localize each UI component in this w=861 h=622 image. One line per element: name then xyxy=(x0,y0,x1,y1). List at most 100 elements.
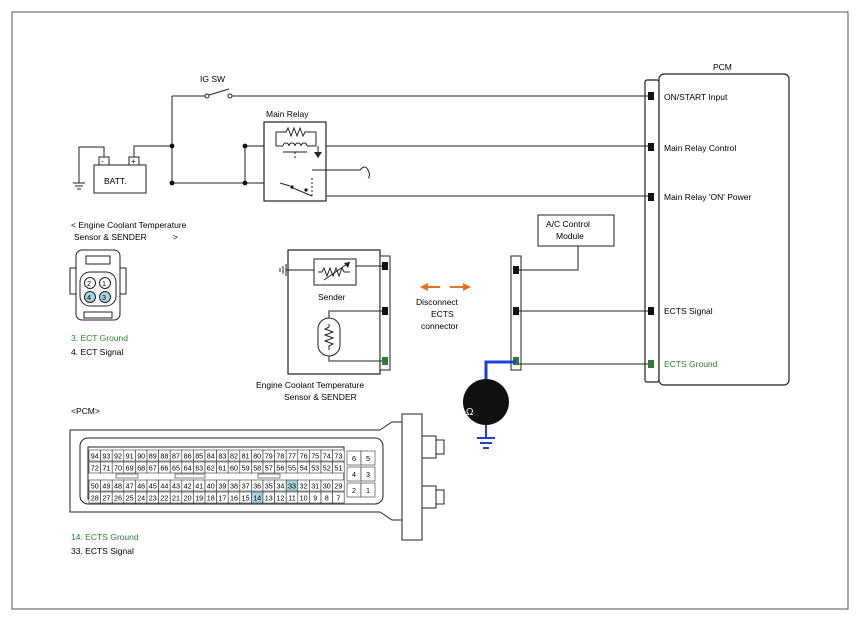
ohm-symbol: Ω xyxy=(466,407,474,418)
pcm-side-pin-number: 2 xyxy=(352,486,356,495)
pcm-pin-number: 43 xyxy=(172,481,180,490)
svg-text:-: - xyxy=(101,157,104,166)
pcm-pin-number: 86 xyxy=(184,451,192,460)
pcm-pin-number: 16 xyxy=(230,493,238,502)
pcm-side-pin-grid: 6 5 4 3 2 1 xyxy=(346,450,376,498)
pcm-pin-number: 84 xyxy=(207,451,215,460)
pcm-pin-number: 8 xyxy=(325,493,329,502)
pcm-pin-cell xyxy=(332,461,345,474)
ects-caption-1: Engine Coolant Temperature xyxy=(256,380,364,390)
pcm-pin-number: 13 xyxy=(265,493,273,502)
ac-module-label-2: Module xyxy=(556,231,584,241)
pcm-pin-number: 15 xyxy=(242,493,250,502)
pcm-side-pin-cell xyxy=(360,466,376,482)
pcm-pin-number: 40 xyxy=(207,481,215,490)
pcm-pin-number: 87 xyxy=(172,451,180,460)
sensor-pin-2: 2 xyxy=(87,279,91,288)
pcm-pin-number: 77 xyxy=(288,451,296,460)
pcm-pin-number: 90 xyxy=(137,451,145,460)
sensor-connector-title-end: > xyxy=(173,232,178,242)
pcm-pin-number: 33 xyxy=(288,481,296,490)
pcm-pin-number: 54 xyxy=(300,463,308,472)
pcm-pin-number: 10 xyxy=(300,493,308,502)
ohmmeter: Ω xyxy=(463,360,516,449)
pcm-pin-number: 57 xyxy=(265,463,273,472)
pcm-pin-number: 78 xyxy=(276,451,284,460)
pcm-pin-number: 64 xyxy=(184,463,192,472)
pcm-pin-number: 25 xyxy=(126,493,134,502)
ig-switch-label: IG SW xyxy=(200,74,225,84)
pcm-pin-number: 46 xyxy=(137,481,145,490)
pcm-pin-number: 92 xyxy=(114,451,122,460)
pcm-pin-number: 56 xyxy=(276,463,284,472)
pcm-pin-number: 93 xyxy=(102,451,110,460)
pcm-module: PCM ON/START Input Main Relay Control Ma… xyxy=(644,62,790,386)
sensor-connector-title-1: < Engine Coolant Temperature xyxy=(71,220,187,230)
sensor-connector-title-2: Sensor & SENDER xyxy=(74,232,147,242)
pcm-pin-number: 62 xyxy=(207,463,215,472)
pcm-side-pin-number: 6 xyxy=(352,454,356,463)
pcm-pin-relay-on-power: Main Relay 'ON' Power xyxy=(664,192,751,202)
pcm-pin-number: 14 xyxy=(253,493,261,502)
sensor-legend-ground: 3. ECT Ground xyxy=(71,333,128,343)
svg-text:+: + xyxy=(131,157,136,166)
pcm-legend-ground: 14. ECTS Ground xyxy=(71,532,139,542)
disconnect-label-1: Disconnect xyxy=(416,297,459,307)
sensor-legend-signal: 4. ECT Signal xyxy=(71,347,123,357)
harness-connector xyxy=(510,246,648,371)
main-relay-label: Main Relay xyxy=(266,109,309,119)
pcm-pin-number: 94 xyxy=(91,451,99,460)
pcm-pin-number: 49 xyxy=(102,481,110,490)
pcm-legend-signal: 33. ECTS Signal xyxy=(71,546,134,556)
pcm-side-pin-cell xyxy=(360,450,376,466)
pcm-pin-number: 71 xyxy=(102,463,110,472)
disconnect-arrows xyxy=(420,283,471,291)
pcm-pin-number: 65 xyxy=(172,463,180,472)
pcm-title: PCM xyxy=(713,62,732,72)
pcm-side-pin-number: 5 xyxy=(366,454,370,463)
pcm-side-pin-number: 3 xyxy=(366,470,370,479)
outer-frame xyxy=(11,11,849,610)
pcm-pin-number: 48 xyxy=(114,481,122,490)
pcm-pin-number: 73 xyxy=(334,451,342,460)
pcm-pin-number: 68 xyxy=(137,463,145,472)
pcm-pin-number: 11 xyxy=(288,493,295,502)
pcm-side-pin-number: 1 xyxy=(366,486,370,495)
pcm-pin-number: 24 xyxy=(137,493,145,502)
pcm-pin-number: 26 xyxy=(114,493,122,502)
pcm-pin-number: 17 xyxy=(218,493,226,502)
pcm-pin-number: 19 xyxy=(195,493,203,502)
pcm-pin-number: 58 xyxy=(253,463,261,472)
pcm-pin-number: 55 xyxy=(288,463,296,472)
pcm-pin-number: 18 xyxy=(207,493,215,502)
pcm-pin-number: 66 xyxy=(160,463,168,472)
pcm-pin-number: 12 xyxy=(276,493,284,502)
pcm-pin-number: 52 xyxy=(323,463,331,472)
wiring xyxy=(171,95,648,197)
sensor-pin-4: 4 xyxy=(87,293,91,302)
ig-switch: IG SW xyxy=(200,74,233,99)
pcm-pin-number: 67 xyxy=(149,463,157,472)
pcm-pin-number: 69 xyxy=(126,463,134,472)
pcm-pin-number: 31 xyxy=(311,481,319,490)
pcm-pin-number: 60 xyxy=(230,463,238,472)
pcm-pin-number: 59 xyxy=(242,463,250,472)
pcm-pin-number: 38 xyxy=(230,481,238,490)
pcm-pin-number: 70 xyxy=(114,463,122,472)
pcm-pin-cell xyxy=(332,479,345,492)
main-relay: Main Relay xyxy=(263,109,370,202)
pcm-side-pin-number: 4 xyxy=(352,470,356,479)
pcm-pin-cell xyxy=(332,491,345,504)
pcm-pin-number: 27 xyxy=(102,493,110,502)
disconnect-label-3: connector xyxy=(421,321,458,331)
pcm-pin-number: 34 xyxy=(276,481,284,490)
pcm-pin-number: 42 xyxy=(184,481,192,490)
ac-module-label-1: A/C Control xyxy=(546,219,590,229)
battery-label: BATT. xyxy=(104,176,127,186)
pcm-side-pin-cell xyxy=(360,482,376,498)
pcm-pin-number: 45 xyxy=(149,481,157,490)
pcm-pin-number: 41 xyxy=(195,481,203,490)
pcm-pin-number: 37 xyxy=(242,481,250,490)
ects-caption-2: Sensor & SENDER xyxy=(284,392,357,402)
